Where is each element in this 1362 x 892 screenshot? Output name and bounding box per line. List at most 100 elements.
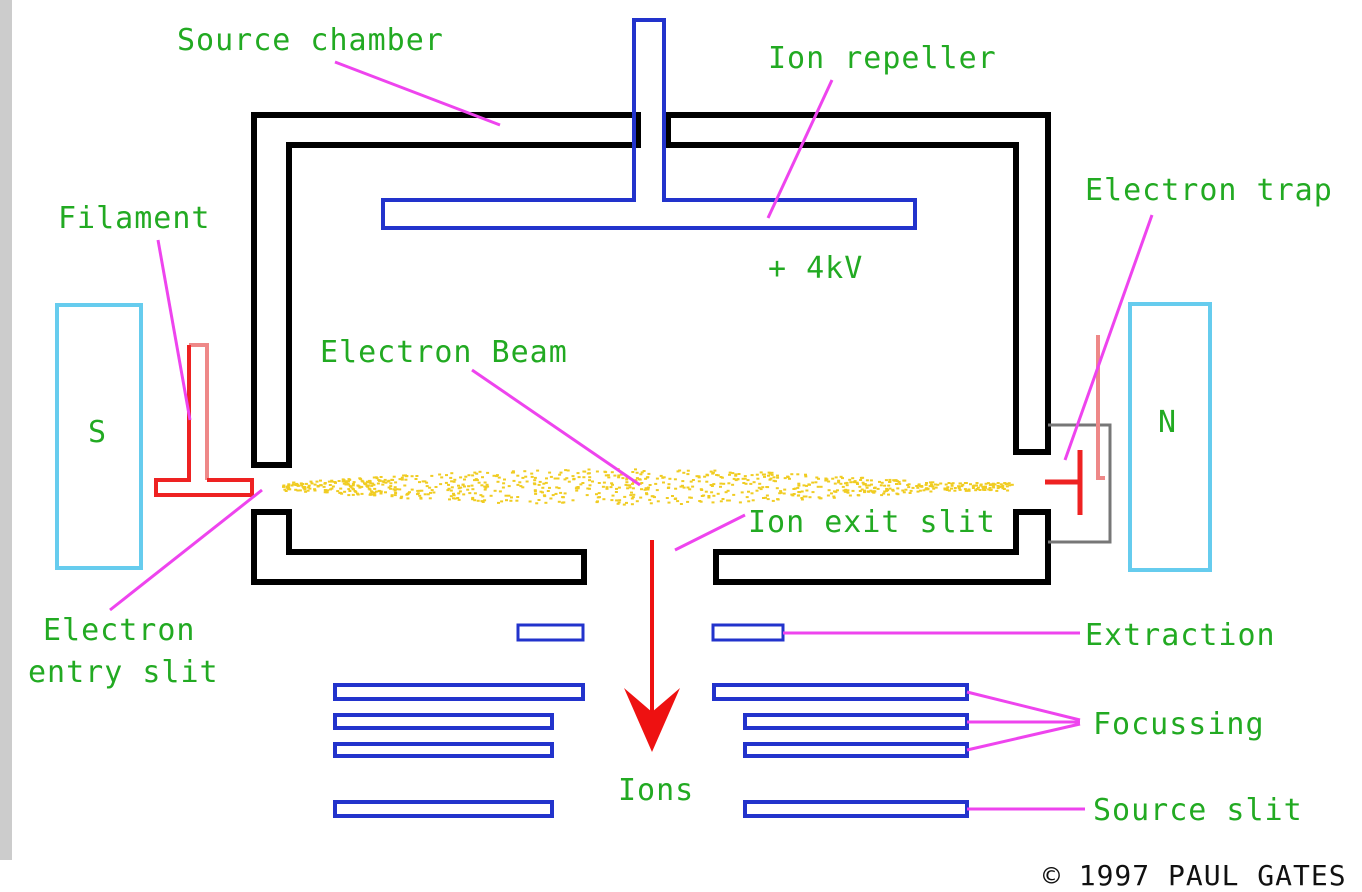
electron-beam-speck bbox=[512, 471, 515, 474]
electron-beam-speck bbox=[961, 483, 965, 486]
electron-beam-speck bbox=[967, 488, 971, 491]
electron-beam-speck bbox=[379, 476, 383, 478]
electron-beam-speck bbox=[981, 487, 985, 490]
electron-beam-speck bbox=[902, 479, 906, 482]
electron-beam-speck bbox=[468, 492, 472, 495]
leader-electron-entry-slit bbox=[109, 488, 263, 612]
electron-beam-speck bbox=[800, 497, 804, 499]
electron-beam-speck bbox=[502, 482, 506, 485]
electron-beam-speck bbox=[477, 481, 481, 484]
electron-beam-speck bbox=[644, 477, 648, 480]
electron-beam-speck bbox=[728, 473, 731, 476]
electron-beam-speck bbox=[886, 489, 890, 492]
electron-beam-speck bbox=[512, 479, 516, 482]
electron-beam-speck bbox=[861, 476, 865, 479]
electron-beam-speck bbox=[410, 475, 414, 478]
electron-beam-speck bbox=[406, 497, 410, 500]
electron-trap bbox=[1045, 335, 1105, 515]
electron-beam-speck bbox=[450, 486, 454, 489]
electron-beam-speck bbox=[571, 499, 575, 502]
electron-beam-speck bbox=[587, 468, 591, 471]
electron-beam-speck bbox=[963, 488, 967, 491]
electron-beam-speck bbox=[964, 482, 968, 484]
electron-beam-speck bbox=[844, 482, 847, 485]
electron-beam-speck bbox=[691, 479, 695, 481]
electron-beam-speck bbox=[635, 471, 639, 474]
electron-beam-speck bbox=[957, 487, 961, 490]
electron-beam-speck bbox=[800, 498, 804, 501]
electron-beam-speck bbox=[628, 486, 632, 489]
electron-beam-speck bbox=[429, 491, 432, 494]
electron-beam-speck bbox=[918, 489, 922, 492]
electron-beam-speck bbox=[755, 489, 759, 492]
electron-beam-speck bbox=[546, 490, 550, 492]
electron-beam-speck bbox=[504, 494, 508, 497]
electron-beam-speck bbox=[888, 478, 892, 481]
electron-beam-speck bbox=[356, 493, 360, 496]
electron-beam-speck bbox=[632, 493, 636, 496]
electron-beam-speck bbox=[722, 482, 726, 485]
electron-beam-speck bbox=[640, 482, 644, 484]
electron-beam-speck bbox=[814, 481, 818, 484]
electron-beam-speck bbox=[322, 485, 326, 488]
electron-beam-speck bbox=[377, 489, 381, 492]
electron-beam-speck bbox=[306, 489, 310, 492]
electron-beam-speck bbox=[404, 478, 408, 481]
label-focussing: Focussing bbox=[1093, 707, 1265, 742]
electron-beam-speck bbox=[892, 479, 896, 482]
electron-beam-speck bbox=[649, 502, 653, 505]
electron-beam-speck bbox=[430, 474, 434, 477]
electron-beam-speck bbox=[783, 477, 787, 480]
electron-beam-speck bbox=[648, 498, 652, 501]
electron-beam-speck bbox=[571, 475, 575, 478]
electron-beam-speck bbox=[423, 493, 427, 496]
electron-beam-speck bbox=[710, 491, 714, 494]
electron-beam-speck bbox=[686, 469, 690, 472]
electron-beam-speck bbox=[972, 484, 976, 487]
electron-beam-speck bbox=[651, 495, 655, 498]
electron-beam-speck bbox=[898, 482, 902, 485]
electron-beam-speck bbox=[498, 490, 502, 493]
electron-beam-speck bbox=[562, 501, 566, 504]
electron-beam-speck bbox=[848, 494, 852, 497]
electron-beam-speck bbox=[737, 473, 741, 475]
electron-beam-speck bbox=[510, 496, 513, 499]
electron-beam-speck bbox=[378, 479, 381, 482]
electron-beam-speck bbox=[984, 482, 988, 485]
electron-beam-speck bbox=[340, 492, 344, 495]
electron-beam-speck bbox=[716, 492, 720, 495]
electron-beam-speck bbox=[619, 473, 623, 476]
electron-beam-speck bbox=[967, 489, 971, 492]
electron-beam-speck bbox=[816, 485, 820, 488]
electron-beam-speck bbox=[428, 497, 432, 500]
electron-beam-speck bbox=[697, 480, 701, 483]
electron-beam-speck bbox=[766, 486, 770, 489]
electron-beam-speck bbox=[934, 486, 938, 489]
electron-beam-speck bbox=[751, 499, 755, 502]
electron-beam-speck bbox=[507, 485, 511, 488]
electron-beam-speck bbox=[452, 492, 455, 495]
electron-beam-speck bbox=[688, 488, 692, 491]
electron-beam-speck bbox=[604, 471, 608, 474]
electron-beam-speck bbox=[769, 477, 773, 480]
electron-beam-speck bbox=[597, 492, 601, 495]
electron-beam-speck bbox=[563, 478, 567, 481]
electron-beam-speck bbox=[727, 499, 731, 502]
electron-beam-speck bbox=[307, 486, 310, 489]
electron-beam-speck bbox=[452, 497, 455, 500]
electron-beam-speck bbox=[759, 471, 763, 474]
electron-beam-speck bbox=[865, 486, 869, 489]
electron-beam-speck bbox=[640, 488, 643, 491]
electron-beam-speck bbox=[462, 493, 466, 496]
electron-beam-speck bbox=[379, 492, 383, 495]
electron-beam-speck bbox=[925, 487, 929, 490]
electron-beam-speck bbox=[347, 494, 351, 497]
source-chamber bbox=[251, 112, 1051, 585]
electron-beam-speck bbox=[567, 480, 571, 483]
electron-beam-speck bbox=[763, 475, 766, 478]
electron-beam-speck bbox=[765, 494, 769, 497]
electron-beam-speck bbox=[996, 484, 1000, 487]
electron-beam-speck bbox=[348, 490, 352, 492]
electron-beam-speck bbox=[425, 485, 429, 488]
electron-beam-speck bbox=[516, 474, 520, 477]
